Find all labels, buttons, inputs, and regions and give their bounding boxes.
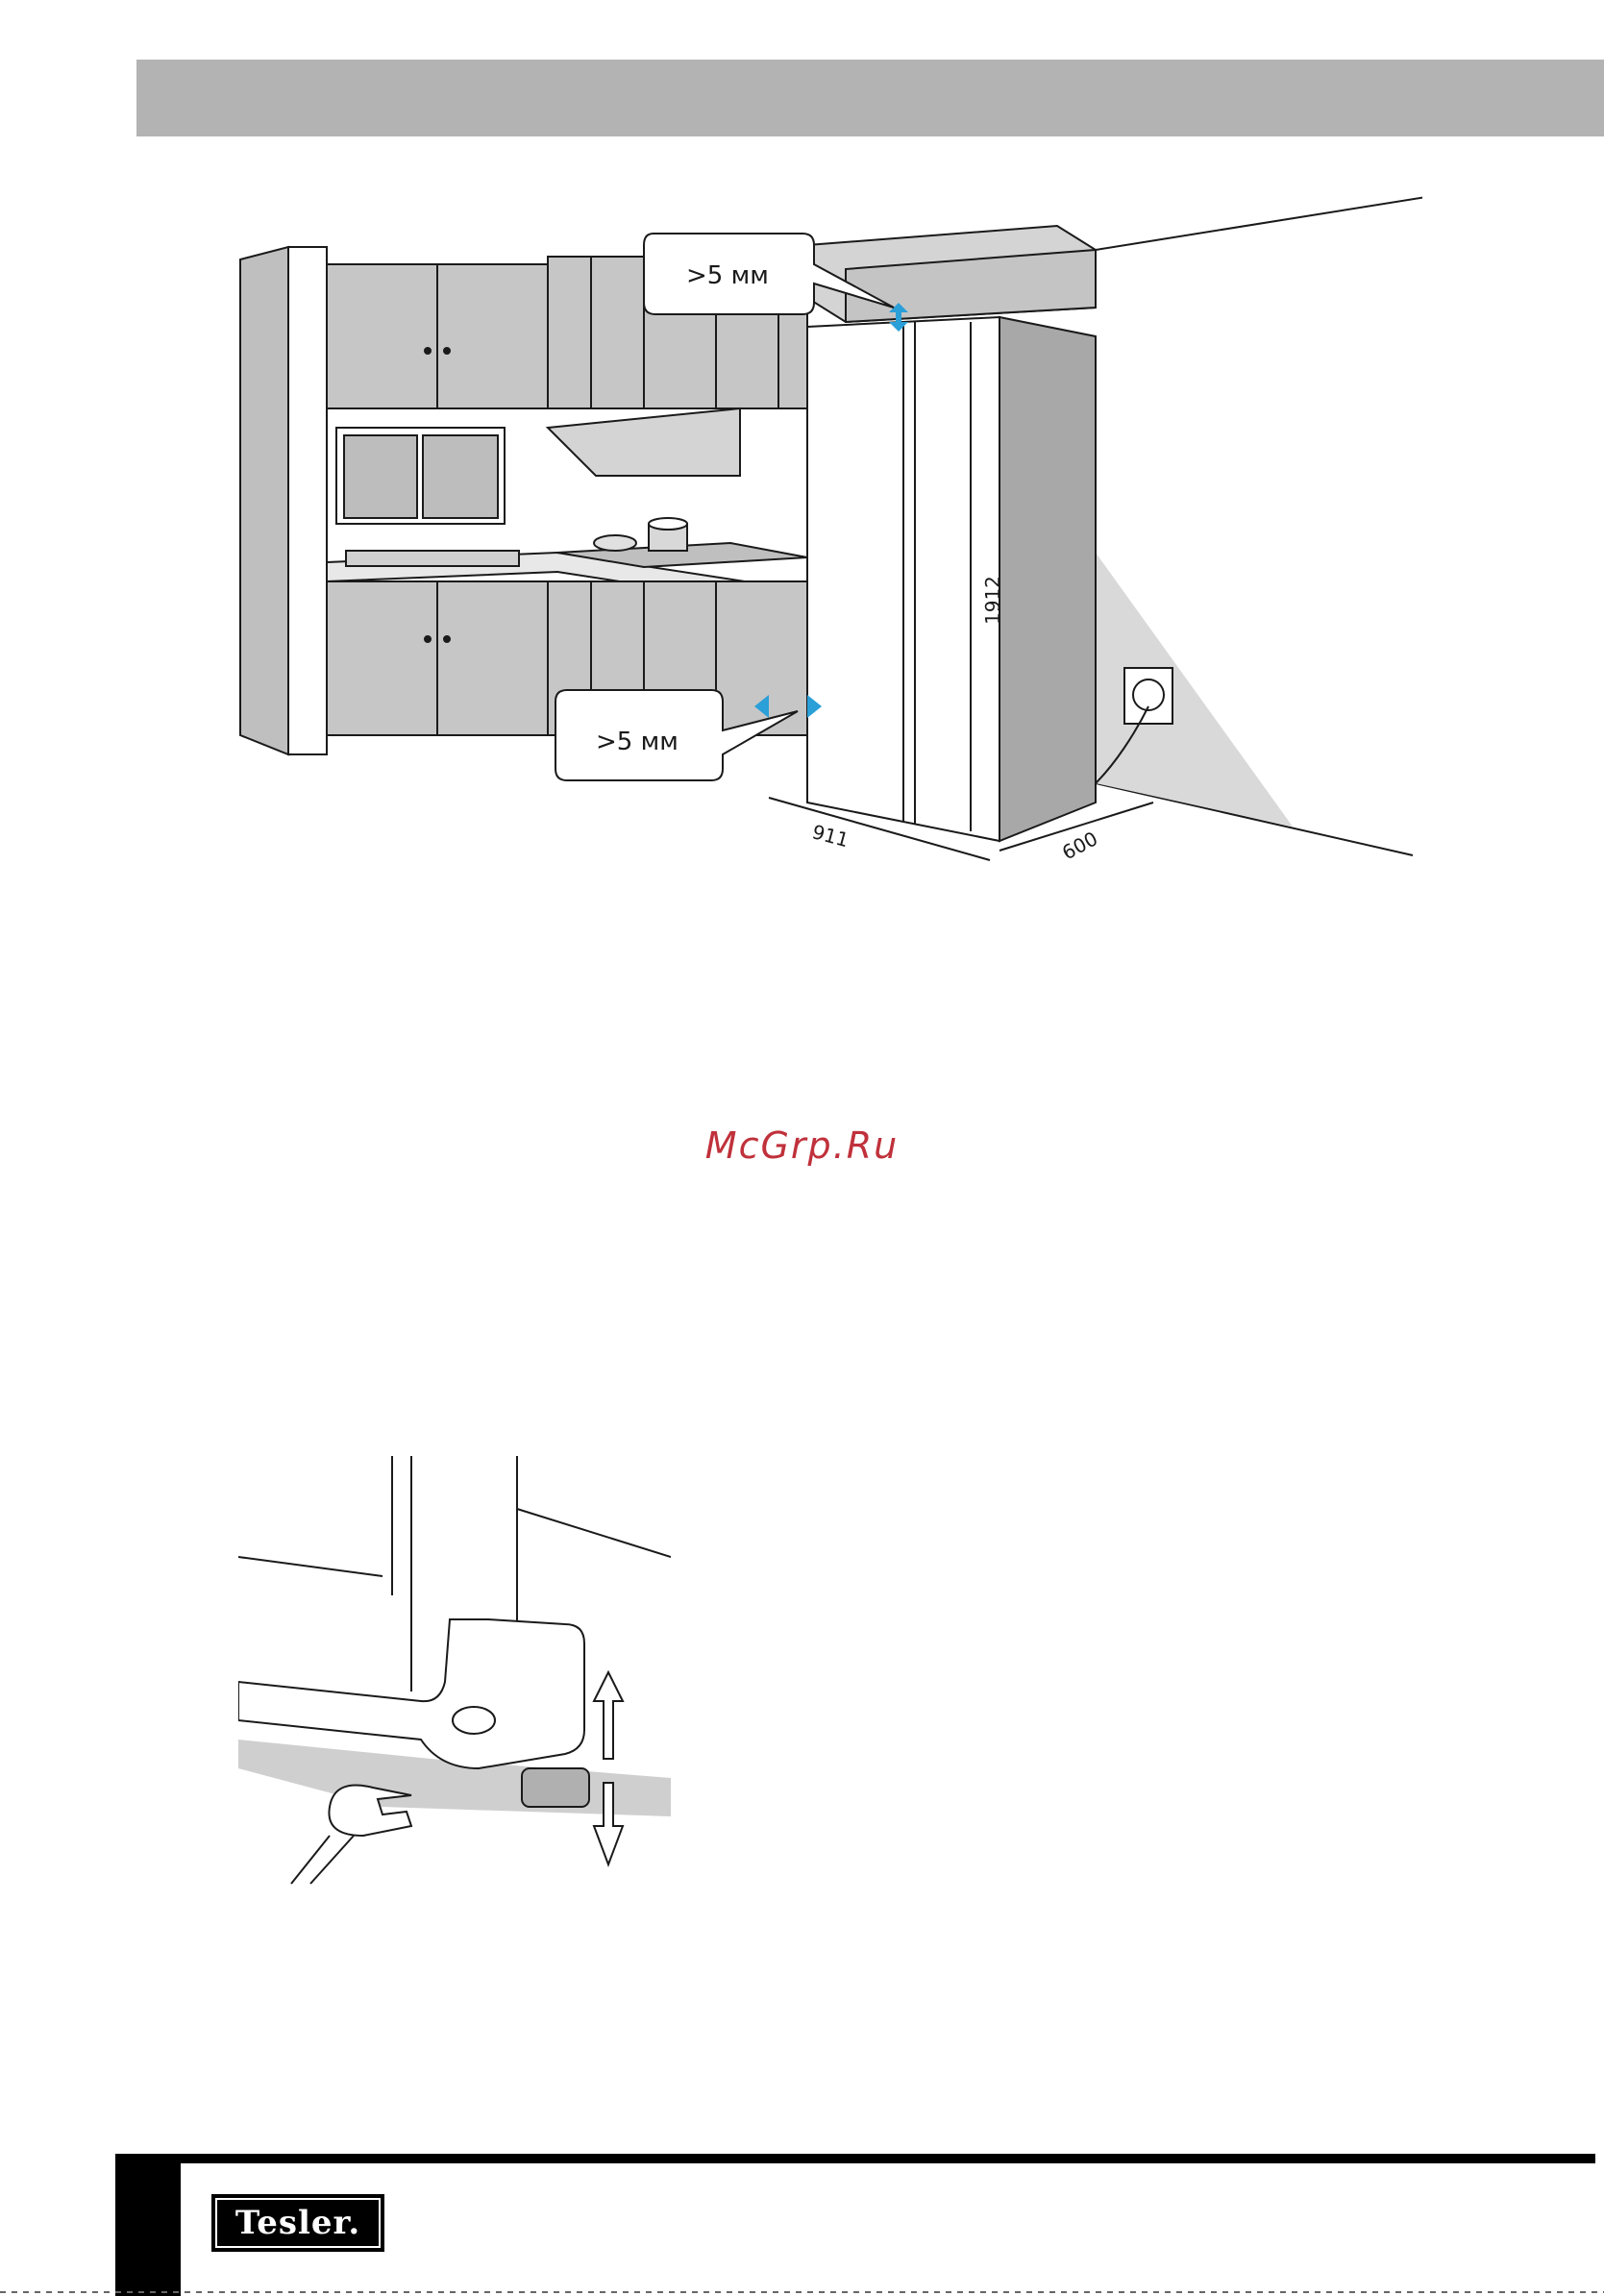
- top-gap-label: >5 мм: [686, 261, 769, 290]
- header-bar: [136, 60, 1604, 136]
- height-dimension: 1912: [981, 576, 1004, 625]
- logo-text: Tesler.: [215, 2198, 381, 2248]
- footer-rule: [115, 2154, 1595, 2163]
- bottom-edge: [0, 2291, 1604, 2293]
- watermark: McGrp.Ru: [0, 1124, 1604, 1167]
- width-dimension: 911: [810, 820, 851, 852]
- footer-block: [115, 2154, 181, 2296]
- leveling-foot-figure: [238, 1451, 671, 1893]
- side-gap-label: >5 мм: [596, 728, 679, 756]
- installation-clearance-figure: >5 мм >5 мм 911 1912 600: [231, 187, 1422, 894]
- depth-dimension: 600: [1058, 827, 1101, 864]
- tesler-logo: Tesler.: [211, 2194, 384, 2252]
